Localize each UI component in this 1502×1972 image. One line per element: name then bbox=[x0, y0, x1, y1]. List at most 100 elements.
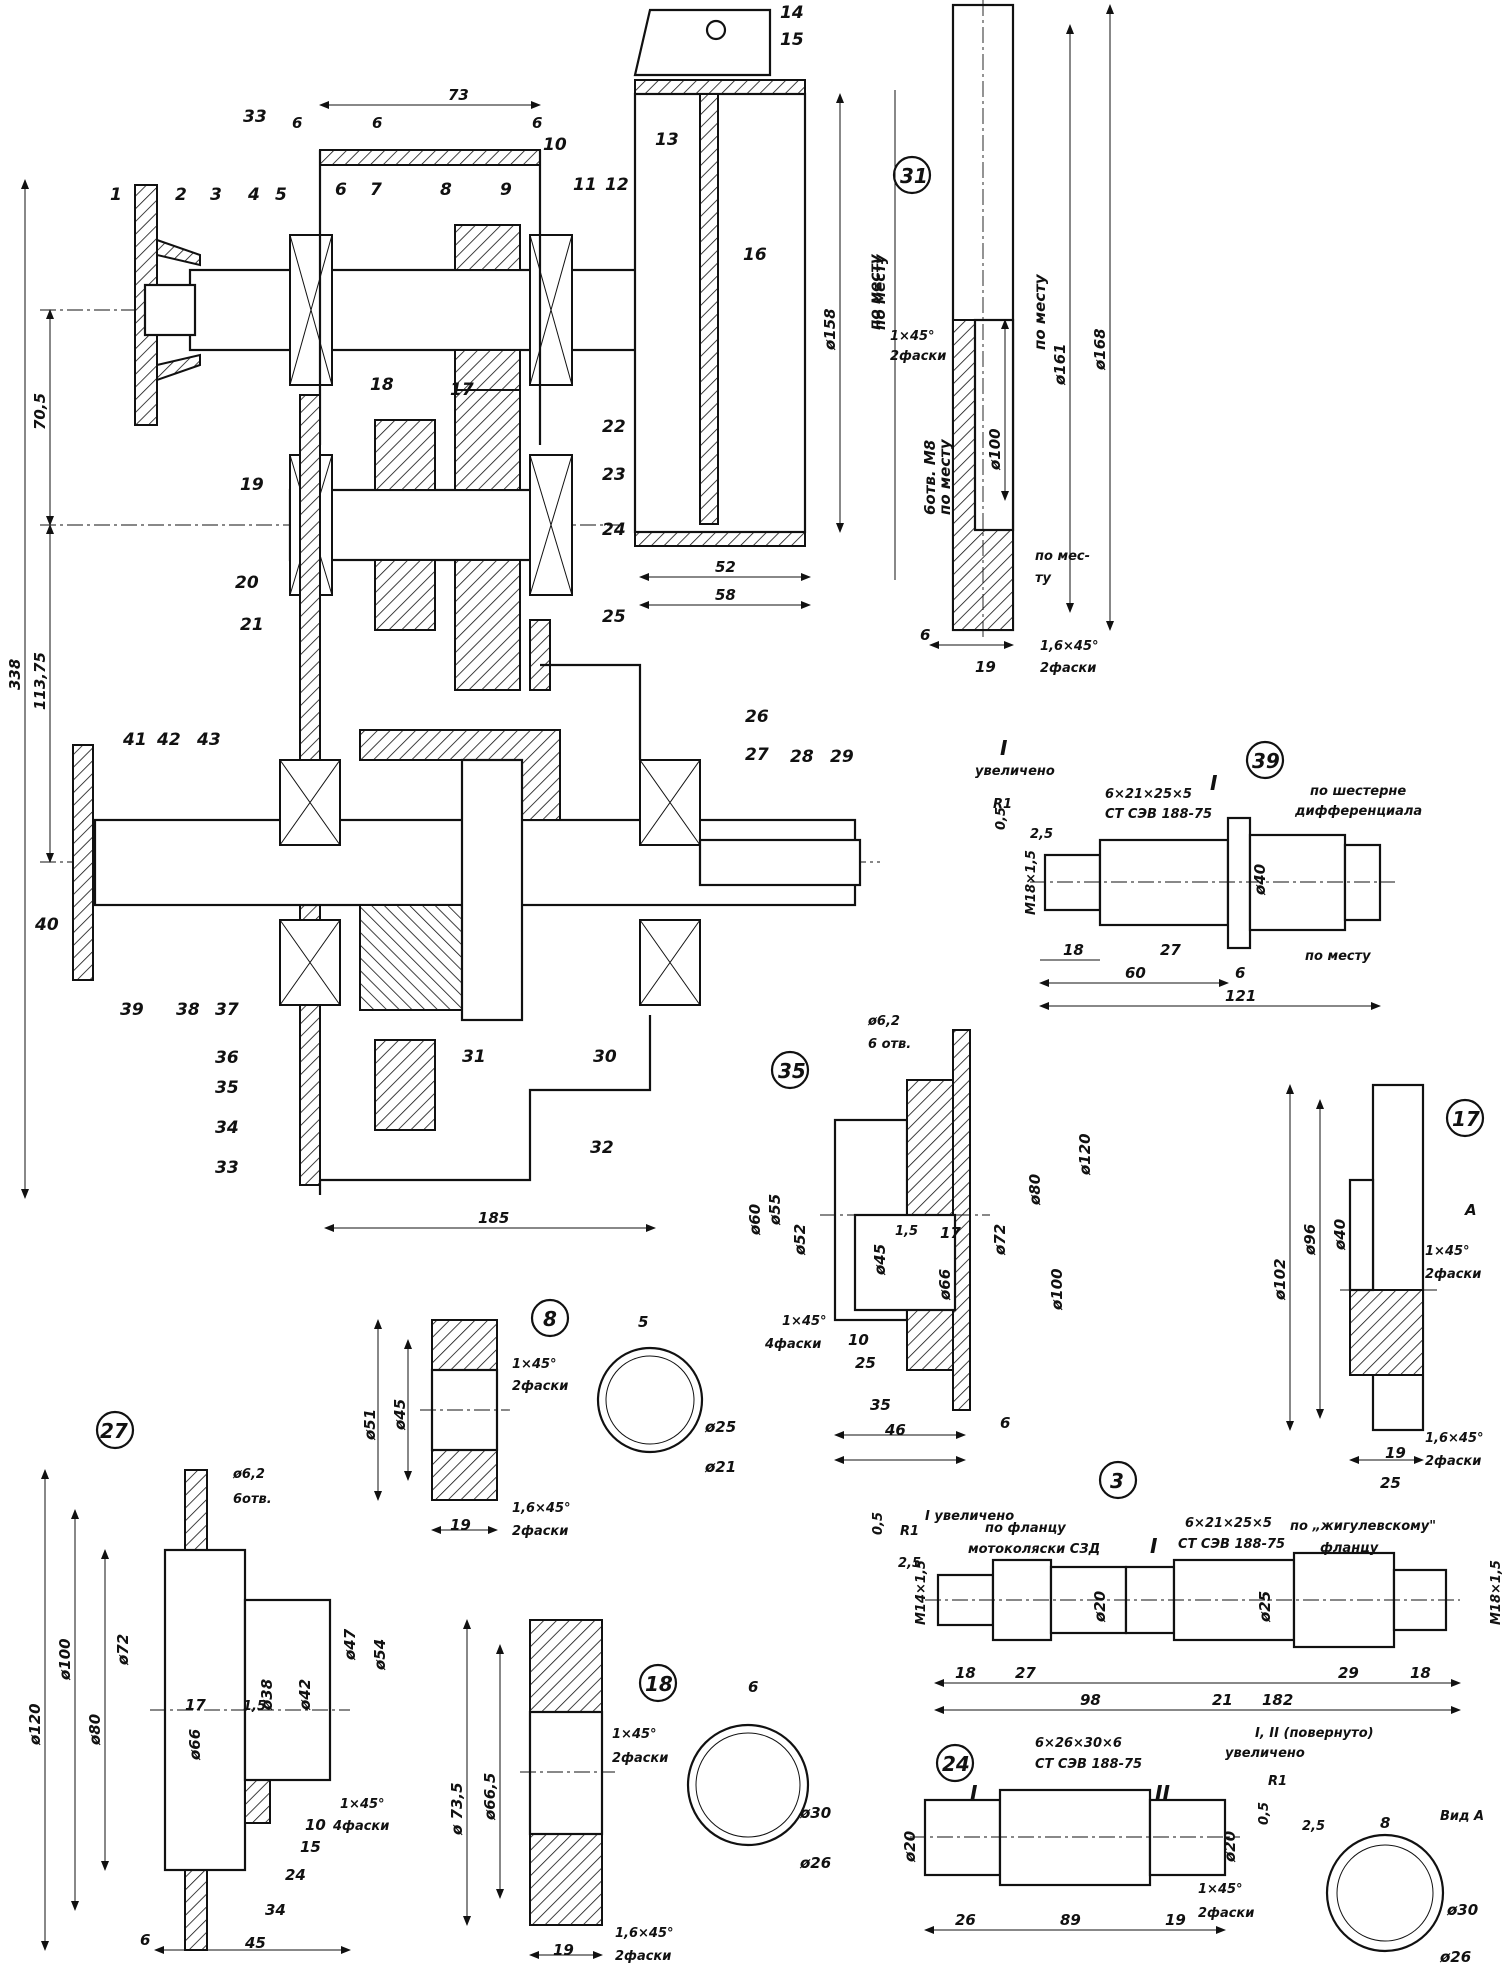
svg-text:1×45°: 1×45° bbox=[890, 329, 935, 344]
svg-text:ø40: ø40 bbox=[1331, 1219, 1349, 1251]
svg-text:ø26: ø26 bbox=[1439, 1948, 1471, 1966]
svg-text:25: 25 bbox=[602, 607, 626, 627]
svg-text:I, II (повернуто): I, II (повернуто) bbox=[1255, 1726, 1374, 1741]
svg-text:41: 41 bbox=[122, 730, 147, 750]
svg-text:19: 19 bbox=[1165, 1911, 1186, 1929]
svg-text:24: 24 bbox=[602, 520, 626, 540]
svg-text:19: 19 bbox=[450, 1516, 471, 1534]
svg-text:ø25: ø25 bbox=[704, 1418, 736, 1436]
svg-text:ø52: ø52 bbox=[791, 1224, 809, 1256]
svg-text:2фаски: 2фаски bbox=[615, 1949, 671, 1964]
svg-text:0,5: 0,5 bbox=[1257, 1802, 1272, 1825]
svg-text:M14×1,5: M14×1,5 bbox=[914, 1560, 929, 1625]
svg-text:4фаски: 4фаски bbox=[764, 1337, 821, 1352]
svg-text:31: 31 bbox=[462, 1047, 486, 1067]
svg-text:24: 24 bbox=[942, 1752, 970, 1776]
svg-text:26: 26 bbox=[955, 1911, 976, 1929]
svg-text:1×45°: 1×45° bbox=[1425, 1244, 1470, 1259]
svg-text:фланцу: фланцу bbox=[1320, 1541, 1379, 1556]
svg-text:17: 17 bbox=[450, 380, 474, 400]
svg-text:2фаски: 2фаски bbox=[1040, 661, 1096, 676]
svg-text:ø161: ø161 bbox=[1051, 343, 1069, 386]
svg-text:29: 29 bbox=[1338, 1664, 1359, 1682]
svg-text:18: 18 bbox=[1063, 941, 1084, 959]
svg-text:2фаски: 2фаски bbox=[512, 1379, 568, 1394]
svg-text:ø54: ø54 bbox=[371, 1639, 389, 1671]
svg-text:2фаски: 2фаски bbox=[612, 1751, 668, 1766]
svg-text:2фаски: 2фаски bbox=[890, 349, 946, 364]
svg-text:ø120: ø120 bbox=[1076, 1133, 1094, 1176]
position-numbers: 1 2 3 4 5 6 7 8 9 10 11 12 13 14 15 16 1… bbox=[34, 3, 854, 1178]
svg-text:I: I bbox=[1000, 736, 1008, 760]
svg-text:1,6×45°: 1,6×45° bbox=[1040, 639, 1099, 654]
svg-text:98: 98 bbox=[1080, 1691, 1101, 1709]
svg-text:R1: R1 bbox=[993, 797, 1012, 812]
svg-text:73: 73 bbox=[448, 86, 469, 104]
svg-text:СТ СЭВ 188-75: СТ СЭВ 188-75 bbox=[1178, 1537, 1285, 1552]
svg-text:ø 73,5: ø 73,5 bbox=[448, 1782, 466, 1836]
svg-text:10: 10 bbox=[305, 1816, 326, 1834]
svg-text:ø120: ø120 bbox=[26, 1703, 44, 1746]
svg-text:182: 182 bbox=[1262, 1691, 1293, 1709]
svg-text:ø26: ø26 bbox=[799, 1854, 831, 1872]
svg-text:ø38: ø38 bbox=[258, 1679, 276, 1711]
svg-text:1,5: 1,5 bbox=[243, 1699, 266, 1714]
svg-text:26: 26 bbox=[745, 707, 769, 727]
svg-text:43: 43 bbox=[196, 730, 221, 750]
svg-text:36: 36 bbox=[215, 1048, 239, 1068]
svg-text:6: 6 bbox=[335, 180, 347, 200]
svg-text:ø66: ø66 bbox=[936, 1269, 954, 1301]
svg-text:1×45°: 1×45° bbox=[1198, 1882, 1243, 1897]
svg-text:8: 8 bbox=[1380, 1814, 1390, 1832]
svg-text:23: 23 bbox=[602, 465, 626, 485]
svg-text:58: 58 bbox=[715, 586, 736, 604]
svg-text:1×45°: 1×45° bbox=[782, 1314, 827, 1329]
svg-text:по месту: по месту bbox=[866, 253, 884, 330]
svg-text:6отв.: 6отв. bbox=[233, 1492, 272, 1507]
svg-text:35: 35 bbox=[870, 1396, 891, 1414]
svg-text:ø6,2: ø6,2 bbox=[867, 1014, 900, 1029]
svg-text:25: 25 bbox=[855, 1354, 876, 1372]
svg-text:R1: R1 bbox=[1268, 1774, 1287, 1789]
svg-text:по фланцу: по фланцу bbox=[985, 1521, 1066, 1536]
svg-text:M18×1,5: M18×1,5 bbox=[1024, 850, 1039, 915]
assembly-section bbox=[40, 8, 880, 1195]
svg-text:33: 33 bbox=[215, 1158, 239, 1178]
svg-text:3: 3 bbox=[1110, 1469, 1124, 1493]
svg-text:2фаски: 2фаски bbox=[1198, 1906, 1254, 1921]
svg-text:I: I bbox=[970, 1781, 978, 1805]
svg-text:ø20: ø20 bbox=[1221, 1831, 1239, 1863]
svg-text:ø20: ø20 bbox=[901, 1831, 919, 1863]
svg-text:ø45: ø45 bbox=[871, 1244, 889, 1276]
svg-text:17: 17 bbox=[185, 1696, 206, 1714]
svg-text:2фаски: 2фаски bbox=[1425, 1267, 1481, 1282]
svg-text:ø20: ø20 bbox=[1091, 1591, 1109, 1623]
svg-text:ø47: ø47 bbox=[341, 1628, 359, 1661]
svg-text:ту: ту bbox=[1035, 571, 1052, 586]
svg-text:19: 19 bbox=[240, 475, 264, 495]
svg-text:70,5: 70,5 bbox=[31, 393, 49, 430]
svg-text:Вид А: Вид А bbox=[1440, 1809, 1484, 1824]
detail-27: 27 ø6,2 6отв. ø120 ø100 ø80 ø72 ø66 ø38 … bbox=[26, 1410, 389, 1954]
svg-text:6: 6 bbox=[920, 626, 930, 644]
detail-39: 39 I увеличено R1 0,5 2,5 6×21×25×5 СТ С… bbox=[975, 736, 1422, 1010]
svg-text:15: 15 bbox=[780, 30, 804, 50]
svg-text:5: 5 bbox=[638, 1313, 648, 1331]
svg-text:35: 35 bbox=[778, 1059, 806, 1083]
svg-text:14: 14 bbox=[780, 3, 804, 23]
svg-text:42: 42 bbox=[156, 730, 181, 750]
svg-text:ø25: ø25 bbox=[1256, 1591, 1274, 1623]
svg-text:34: 34 bbox=[265, 1901, 286, 1919]
svg-text:33: 33 bbox=[243, 107, 267, 127]
svg-text:мотоколяски СЗД: мотоколяски СЗД bbox=[968, 1542, 1100, 1557]
svg-text:ø66,5: ø66,5 bbox=[481, 1773, 499, 1821]
detail-18: 18 ø 73,5 ø66,5 1×45° 2фаски 1,6×45° 2фа… bbox=[448, 1619, 831, 1964]
svg-text:6×21×25×5: 6×21×25×5 bbox=[1185, 1516, 1272, 1531]
svg-text:6×21×25×5: 6×21×25×5 bbox=[1105, 787, 1192, 802]
svg-text:6 отв.: 6 отв. bbox=[868, 1037, 911, 1052]
svg-text:27: 27 bbox=[745, 745, 769, 765]
svg-text:18: 18 bbox=[955, 1664, 976, 1682]
svg-text:1×45°: 1×45° bbox=[612, 1727, 657, 1742]
svg-text:6: 6 bbox=[1235, 964, 1245, 982]
